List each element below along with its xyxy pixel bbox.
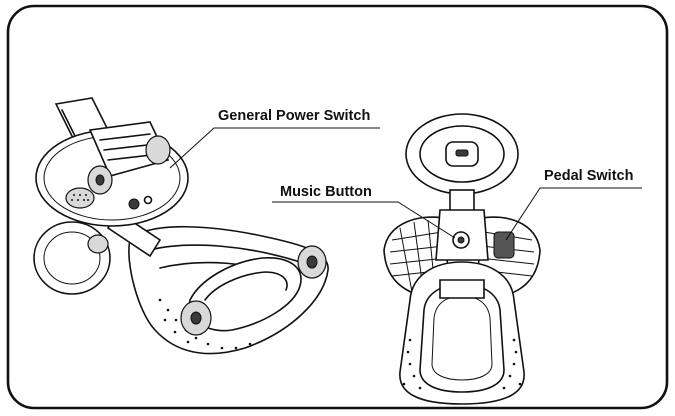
label-music-button: Music Button [280, 184, 372, 200]
callout-power-switch: General Power Switch [169, 108, 380, 169]
leader-power-switch [169, 127, 380, 169]
rear-caster-right [297, 245, 327, 279]
callout-music-button: Music Button [272, 184, 456, 239]
callout-pedal-switch: Pedal Switch [505, 168, 642, 241]
label-power-switch: General Power Switch [218, 108, 370, 124]
power-switch-marker [128, 198, 140, 210]
car-side-view [33, 97, 329, 355]
leader-pedal-switch [505, 187, 642, 241]
speaker-grille [65, 187, 95, 209]
body-texture [402, 338, 522, 390]
car-top-view [383, 113, 541, 405]
rear-caster-left [180, 300, 212, 336]
label-pedal-switch: Pedal Switch [544, 168, 633, 184]
pedal-switch-marker [493, 231, 515, 259]
leader-music-button [272, 201, 456, 239]
